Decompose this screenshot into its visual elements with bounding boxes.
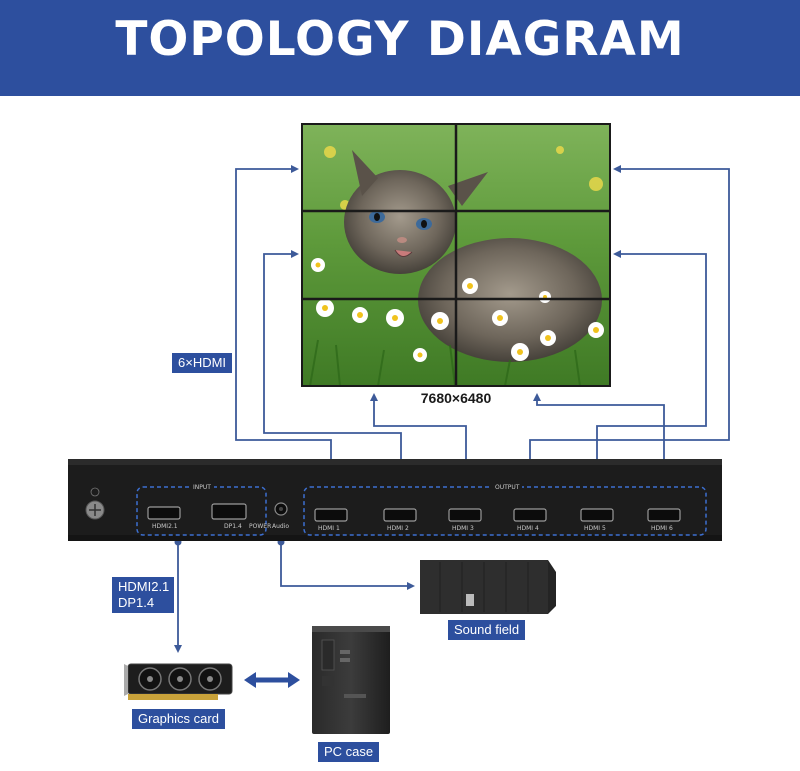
output-label-2: HDMI 2 bbox=[387, 525, 409, 532]
audio-jack bbox=[274, 502, 288, 516]
background-flowers bbox=[324, 146, 603, 210]
input-spec-label: HDMI2.1 DP1.4 bbox=[112, 577, 174, 613]
wall-bezels bbox=[302, 124, 610, 386]
output-group-box bbox=[303, 486, 707, 536]
output-label-5: HDMI 5 bbox=[584, 525, 606, 532]
foreground-daisies bbox=[309, 258, 604, 387]
output-ports bbox=[314, 508, 681, 522]
output-label-6: HDMI 6 bbox=[651, 525, 673, 532]
input-port-hdmi bbox=[147, 506, 181, 520]
page-title: TOPOLOGY DIAGRAM bbox=[115, 12, 685, 67]
input-port-dp bbox=[211, 503, 247, 520]
input-label-hdmi: HDMI2.1 bbox=[152, 523, 178, 530]
sound-field-label: Sound field bbox=[448, 620, 526, 640]
header-banner: TOPOLOGY DIAGRAM bbox=[0, 0, 800, 96]
power-label: POWER bbox=[249, 523, 272, 530]
graphics-card-icon bbox=[124, 663, 233, 700]
hdmi-output-label: 6×HDMI bbox=[172, 353, 233, 373]
input-spec-line1: HDMI2.1 bbox=[118, 579, 170, 594]
input-spec-line2: DP1.4 bbox=[118, 595, 155, 610]
speaker-icon bbox=[420, 560, 556, 614]
output-label-3: HDMI 3 bbox=[452, 525, 474, 532]
gpu-pc-link bbox=[244, 672, 300, 688]
output-label-1: HDMI 1 bbox=[318, 525, 340, 532]
graphics-card-label: Graphics card bbox=[132, 709, 225, 729]
resolution-label: 7680×6480 bbox=[420, 390, 492, 406]
pc-tower-icon bbox=[312, 626, 390, 734]
video-wall bbox=[301, 123, 611, 387]
connection-lines bbox=[174, 165, 730, 653]
pc-case-label: PC case bbox=[318, 742, 380, 762]
input-label-dp: DP1.4 bbox=[224, 523, 242, 530]
ground-screw-icon bbox=[85, 487, 105, 520]
audio-label: Audio bbox=[272, 523, 290, 530]
input-group-title: INPUT bbox=[190, 484, 214, 491]
splitter-device bbox=[68, 459, 722, 541]
output-label-4: HDMI 4 bbox=[517, 525, 539, 532]
output-group-title: OUTPUT bbox=[492, 484, 523, 491]
